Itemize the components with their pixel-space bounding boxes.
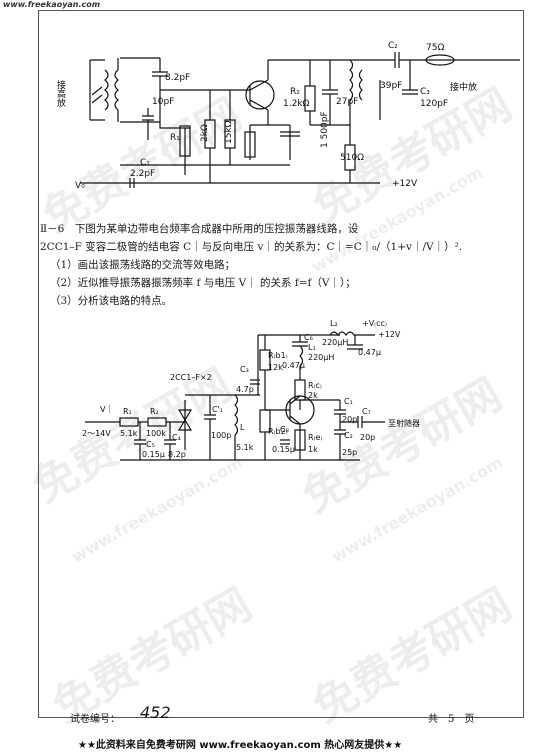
- circuit2-c7-value: 20p: [360, 433, 375, 442]
- circuit1-c-120pf: 120pF: [420, 99, 448, 109]
- circuit1-r2-value: 1.2kΩ: [283, 99, 310, 109]
- circuit2-c3-value: 4.7p: [236, 385, 254, 394]
- circuit2-l2-value: 220μH: [322, 338, 348, 347]
- circuit1-c-8.2pf: 8.2pF: [165, 73, 190, 83]
- circuit2-r2: R₂: [150, 407, 159, 416]
- circuit-diagram-2: V｜ 2～14V R₁ 5.1k R₂ 100k C₅ 0.15μ C₄ 8.2…: [82, 319, 420, 461]
- circuit2-vc: V｜: [100, 405, 113, 414]
- circuit1-c1: C₁: [140, 158, 150, 168]
- circuit1-c3: C₃: [420, 87, 430, 97]
- circuit2-c4-value: 8.2p: [168, 450, 186, 459]
- circuit2-ce: C₈: [280, 425, 289, 434]
- bottom-banner: ★★此资料来自免费考研网 www.freekaoyan.com 热心网友提供★★: [78, 740, 403, 751]
- circuit2-cb-value: 0.47μ: [282, 361, 305, 370]
- circuit2-range: 2～14V: [82, 429, 111, 438]
- circuit1-r-15k: 15kΩ: [224, 120, 234, 144]
- page-count: 共 5 页: [428, 714, 475, 725]
- circuit2-r2-value: 100k: [146, 429, 166, 438]
- circuit2-cb: C₆: [304, 333, 313, 342]
- circuit2-vcc: +V₍cc₎: [362, 319, 387, 328]
- circuit1-r2: R₂: [290, 87, 300, 97]
- circuit2-l: L: [240, 423, 245, 432]
- circuit2-rb2: R₍b2₎: [268, 427, 288, 436]
- question-sub-1: （1）画出该振荡线路的交流等效电路；: [50, 259, 236, 271]
- circuit2-vcc-value: +12V: [378, 330, 401, 339]
- page-frame: [38, 10, 524, 718]
- circuit2-diode-label: 2CC1–F×2: [170, 373, 212, 382]
- circuit2-l2: L₂: [330, 319, 338, 328]
- question-sub-2: （2）近似推导振荡器振荡频率 f 与电压 V｜ 的关系 f=f（V｜）；: [50, 277, 356, 289]
- circuit1-r-75: 75Ω: [426, 43, 444, 53]
- circuit2-c7: C₇: [362, 407, 371, 416]
- circuit1-output-label: 接中放: [450, 81, 477, 93]
- circuit2-re: R₍e₎: [308, 433, 322, 442]
- circuit1-c-39pf: 39pF: [380, 81, 402, 91]
- circuit2-ce-value: 0.15μ: [272, 445, 295, 454]
- circuit1-c1-value: 2.2pF: [130, 169, 155, 179]
- circuit2-c4: C₄: [172, 433, 181, 442]
- circuit1-r-510: 510Ω: [340, 153, 364, 163]
- circuit1-vplus: +12V: [392, 179, 418, 189]
- circuit2-c5: C₅: [146, 440, 155, 449]
- circuit2-c9-value: 0.47μ: [358, 348, 381, 357]
- circuit2-c2b: C₂: [344, 431, 353, 440]
- circuit2-l1: L₁: [308, 343, 316, 352]
- circuit2-c1b-value: 20p: [342, 415, 357, 424]
- circuit-diagram-1: 接高放 8.2pF 10pF R₁ 2kΩ 15kΩ R₂ 1.2kΩ 27pF…: [55, 41, 520, 191]
- question-line-1: Ⅱ－6 下图为某单边带电台频率合成器中所用的压控振荡器线路，设: [40, 223, 359, 235]
- circuit2-c3: C₃: [240, 365, 249, 374]
- exam-number-label: 试卷编号：: [70, 714, 120, 725]
- exam-number: 452: [140, 703, 171, 722]
- circuit2-re-value: 1k: [308, 445, 318, 454]
- circuit1-c-1500pf: 1 500pF: [320, 111, 330, 148]
- circuit2-r1: R₁: [123, 407, 132, 416]
- circuit1-c-10pf: 10pF: [152, 97, 174, 107]
- circuit1-r-2k: 2kΩ: [200, 124, 210, 142]
- circuit1-r1: R₁: [170, 133, 180, 143]
- circuit2-c5-value: 0.15μ: [142, 450, 165, 459]
- circuit1-input-label: 接高放: [55, 79, 66, 108]
- question-block: Ⅱ－6 下图为某单边带电台频率合成器中所用的压控振荡器线路，设 2CC1–F 变…: [40, 220, 520, 310]
- circuit1-vc: V₀: [75, 181, 85, 191]
- circuit2-l1-value: 220μH: [308, 353, 334, 362]
- question-line-2: 2CC1–F 变容二极管的结电容 C｜与反向电压 v｜的关系为：C｜=C｜₀/（…: [40, 241, 463, 253]
- circuit2-c1prime-value: 100p: [211, 431, 231, 440]
- question-sub-3: （3）分析该电路的特点。: [50, 295, 173, 307]
- circuit2-c2b-value: 25p: [342, 448, 357, 457]
- circuit2-out-label: 至射随器: [388, 418, 420, 428]
- header-url: www.freekaoyan.com: [3, 0, 101, 9]
- circuit2-rc: R₍c₎: [308, 381, 322, 390]
- circuit2-rc-value: 2k: [308, 391, 318, 400]
- circuit2-rb1: R₍b1₎: [268, 351, 288, 360]
- circuit2-l-value: 5.1k: [236, 443, 254, 452]
- circuit2-c1b: C₁: [344, 397, 353, 406]
- circuit2-rb1-value: 12k: [268, 363, 283, 372]
- circuit1-c-27pf: 27pF: [336, 97, 358, 107]
- circuit1-c2: C₂: [388, 41, 398, 51]
- circuit2-r1-value: 5.1k: [120, 429, 138, 438]
- circuit2-c1prime: C'₁: [212, 405, 223, 414]
